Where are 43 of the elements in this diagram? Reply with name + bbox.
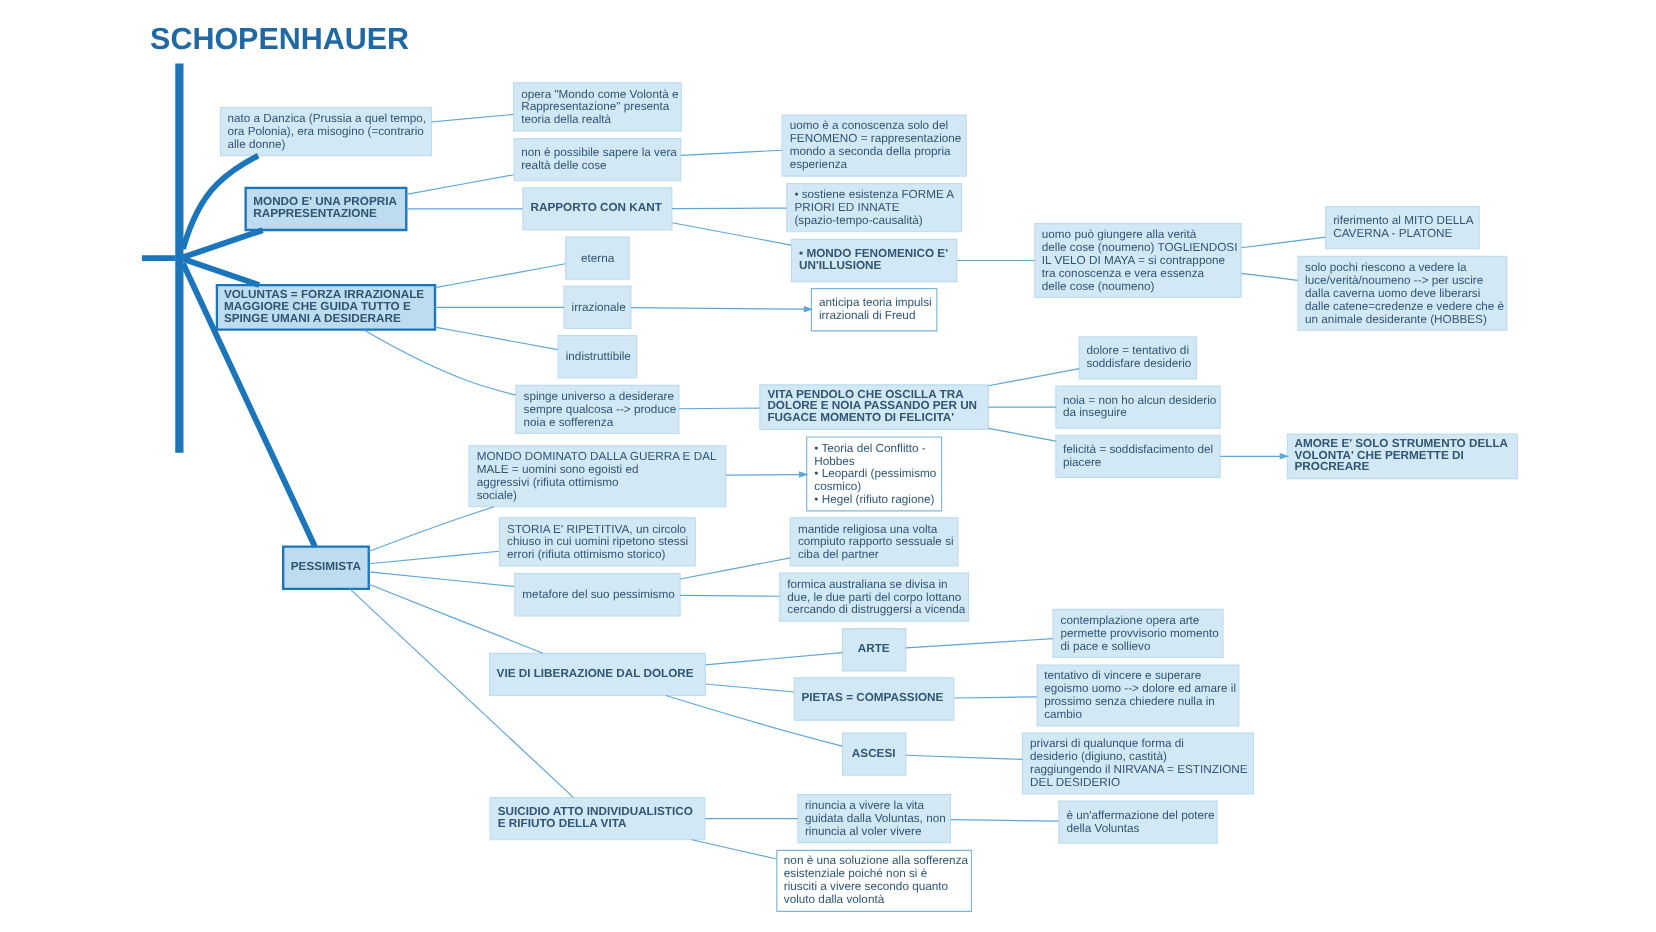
- connector: [703, 651, 843, 666]
- connector: [986, 368, 1079, 387]
- connector: [1239, 236, 1325, 249]
- connector: [703, 818, 798, 820]
- connector: [949, 819, 1058, 822]
- arrow: [724, 471, 808, 478]
- connector: [404, 174, 514, 195]
- connector: [1239, 272, 1298, 281]
- connector: [181, 227, 263, 261]
- connector: [955, 259, 1035, 262]
- connector: [181, 256, 260, 288]
- connector: [664, 694, 842, 747]
- connector: [904, 754, 1023, 761]
- connector: [952, 696, 1037, 699]
- connector: [367, 583, 543, 654]
- connector: [690, 839, 777, 860]
- connector: [904, 638, 1053, 649]
- node-bar: [174, 63, 183, 453]
- connector: [986, 406, 1056, 408]
- connector: [670, 222, 791, 246]
- connector: [361, 329, 516, 396]
- connector: [367, 506, 494, 553]
- connector: [679, 149, 782, 157]
- connector: [179, 262, 317, 548]
- connector: [703, 683, 794, 693]
- connector: [179, 153, 259, 250]
- connector: [433, 306, 564, 308]
- connector: [677, 407, 759, 410]
- connector: [140, 255, 175, 262]
- connector: [986, 427, 1056, 442]
- arrow: [629, 305, 813, 313]
- connector: [367, 571, 514, 588]
- connector: [404, 208, 523, 210]
- connector: [433, 326, 558, 351]
- connector: [348, 588, 573, 798]
- connector: [670, 207, 787, 210]
- diagram-title: SCHOPENHAUER: [149, 22, 409, 57]
- connector: [678, 594, 780, 597]
- connector: [433, 263, 566, 289]
- connector: [367, 550, 499, 565]
- connector: [429, 113, 514, 123]
- arrow: [1218, 453, 1289, 460]
- connector: [678, 557, 790, 580]
